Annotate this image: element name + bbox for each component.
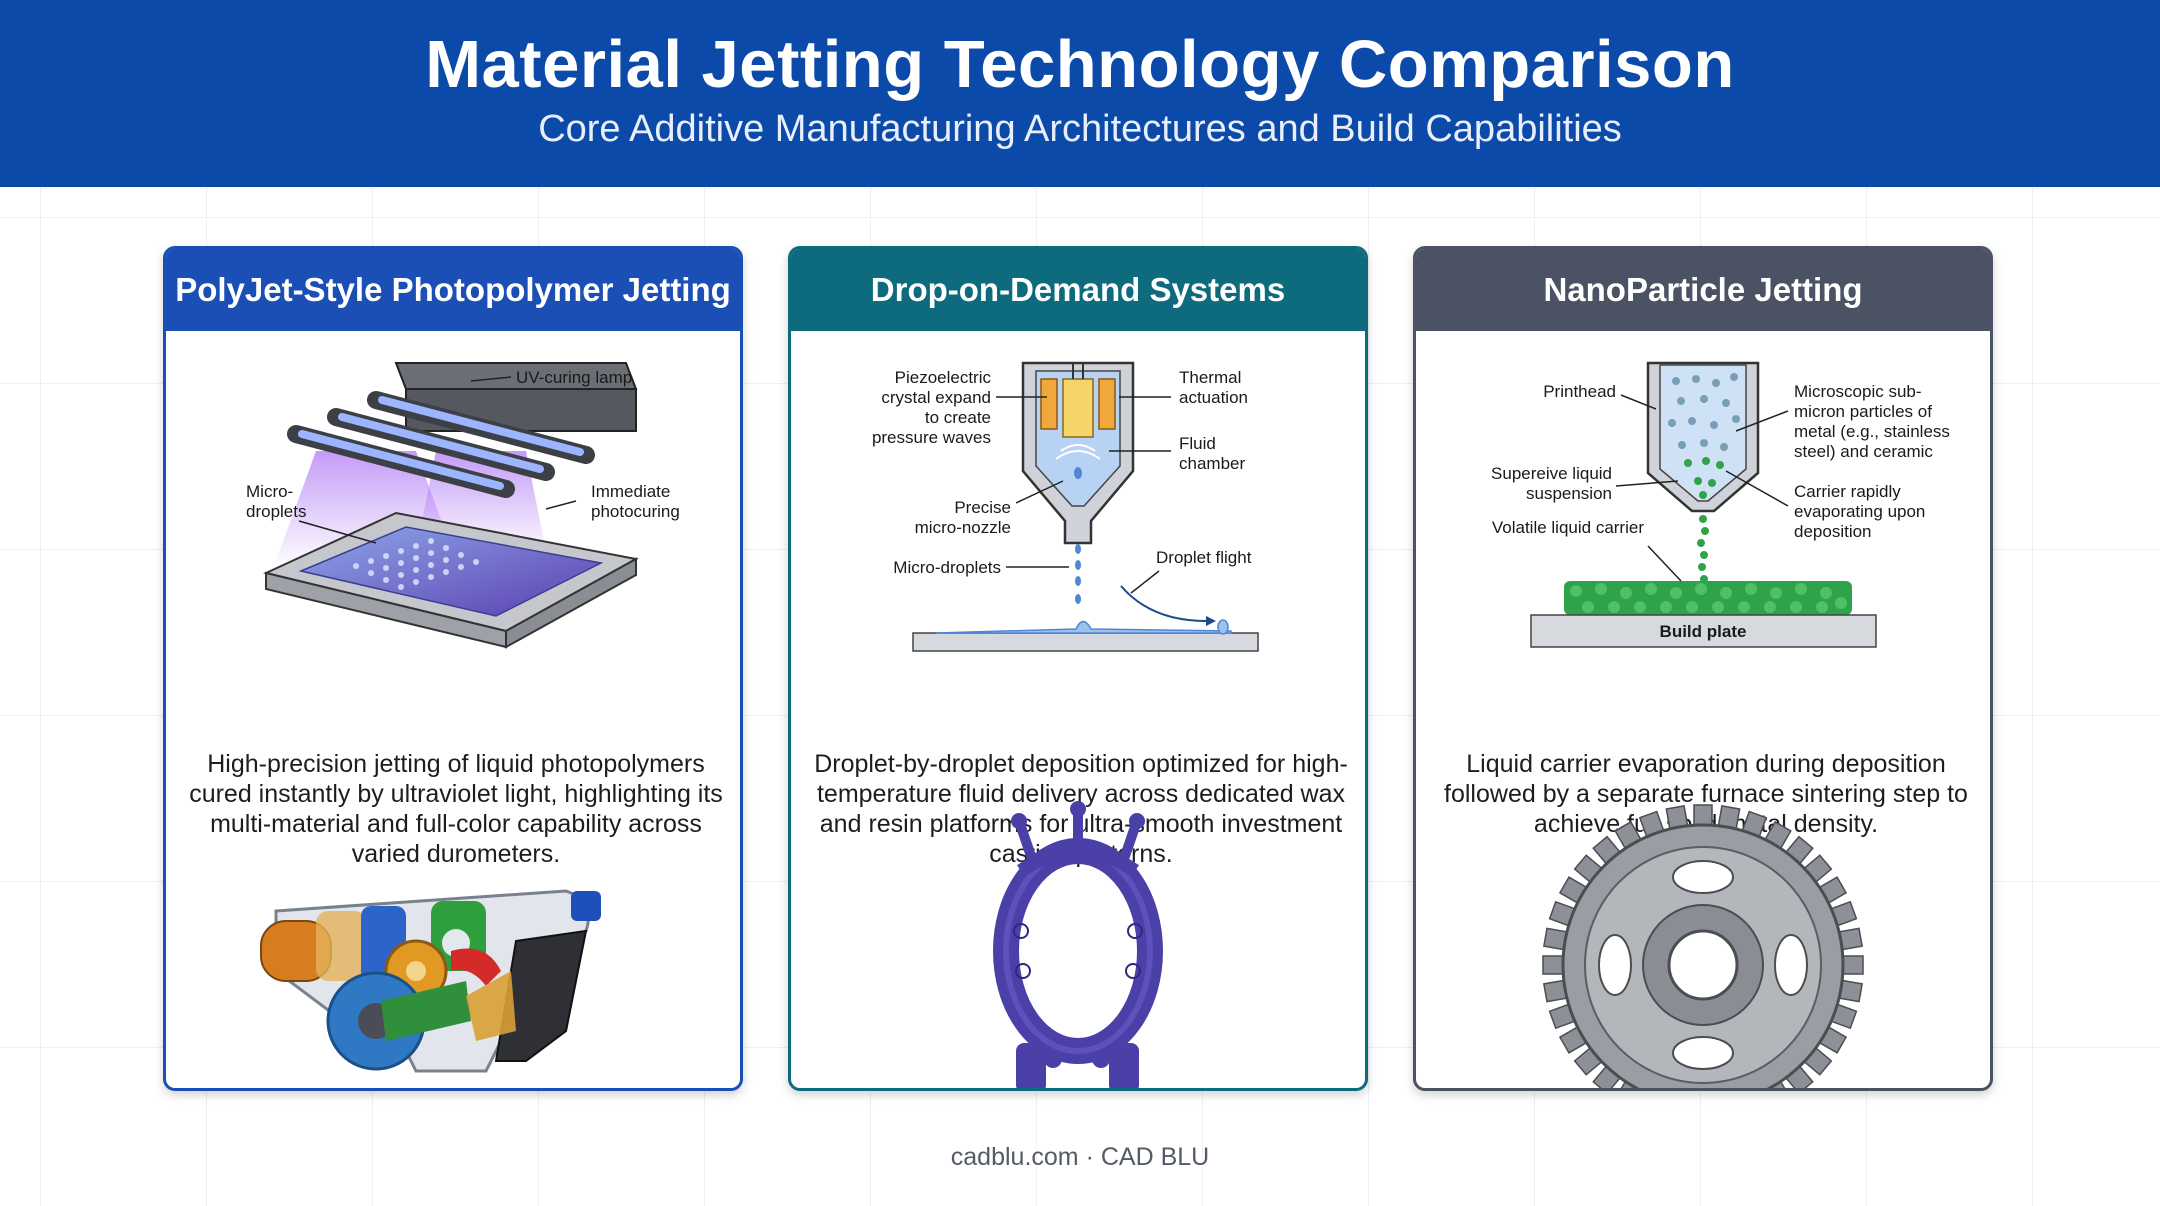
label-immediate-photocuring: photocuring — [591, 502, 680, 521]
label-liquid-suspension: suspension — [1526, 484, 1612, 503]
label-piezoelectric: Piezoelectric — [895, 368, 992, 387]
label-immediate-photocuring: Immediate — [591, 482, 670, 501]
label-printhead: Printhead — [1543, 382, 1616, 401]
label-uv-lamp: UV-curing lamp — [516, 368, 632, 387]
label-piezoelectric: crystal expand — [881, 388, 991, 407]
label-micro-droplets: droplets — [246, 502, 306, 521]
multicolor-blaster-model — [260, 889, 601, 1073]
label-carrier-evaporating: deposition — [1794, 522, 1872, 541]
footer-credit: cadblu.com · CAD BLU — [950, 1143, 1210, 1171]
micro-droplets — [353, 538, 479, 590]
label-carrier-evaporating: evaporating upon — [1794, 502, 1925, 521]
label-micro-droplets: Micro- — [246, 482, 293, 501]
card-description: Liquid carrier evaporation during deposi… — [1444, 750, 1968, 838]
label-microscopic-particles: Microscopic sub- — [1794, 382, 1922, 401]
card-drop-on-demand: Drop-on-Demand Systems — [788, 246, 1368, 1091]
uv-lamp-tubes — [287, 391, 595, 498]
label-microscopic-particles: steel) and ceramic — [1794, 442, 1933, 461]
card-title: PolyJet-Style Photopolymer Jetting — [166, 249, 740, 331]
wax-ring-pattern-model — [993, 801, 1163, 1088]
label-micro-droplets: Micro-droplets — [893, 558, 1001, 577]
page-subtitle: Core Additive Manufacturing Architecture… — [538, 108, 1622, 150]
label-micro-nozzle: micro-nozzle — [915, 518, 1011, 537]
label-fluid-chamber: chamber — [1179, 454, 1245, 473]
label-thermal-actuation: actuation — [1179, 388, 1248, 407]
label-micro-nozzle: Precise — [954, 498, 1011, 517]
label-thermal-actuation: Thermal — [1179, 368, 1241, 387]
label-piezoelectric: pressure waves — [872, 428, 991, 447]
particle-stream — [1697, 515, 1709, 583]
label-liquid-suspension: Supereive liquid — [1491, 464, 1612, 483]
card-title: Drop-on-Demand Systems — [791, 249, 1365, 331]
polyjet-diagram: UV-curing lamp Micro- droplets Immediate… — [166, 331, 740, 1073]
label-carrier-evaporating: Carrier rapidly — [1794, 482, 1901, 501]
printhead-nozzle — [1021, 361, 1135, 545]
metal-gear-model — [1542, 804, 1864, 1088]
label-microscopic-particles: metal (e.g., stainless — [1794, 422, 1950, 441]
label-piezoelectric: to create — [925, 408, 991, 427]
drop-on-demand-diagram: Piezoelectric crystal expand to create p… — [791, 331, 1365, 1088]
build-plate — [1530, 614, 1877, 648]
droplet-stream — [1075, 544, 1081, 604]
label-fluid-chamber: Fluid — [1179, 434, 1216, 453]
label-microscopic-particles: micron particles of — [1794, 402, 1932, 421]
page-header: Material Jetting Technology Comparison C… — [0, 0, 2160, 187]
card-description: High-precision jetting of liquid photopo… — [189, 750, 723, 868]
nanoparticle-diagram: Build plate Printhead Microscopic sub- m… — [1416, 331, 1990, 1088]
card-polyjet: PolyJet-Style Photopolymer Jetting — [163, 246, 743, 1091]
card-title: NanoParticle Jetting — [1416, 249, 1990, 331]
label-build-plate: Build plate — [1660, 622, 1747, 641]
label-droplet-flight: Droplet flight — [1156, 548, 1252, 567]
card-nanoparticle: NanoParticle Jetting — [1413, 246, 1993, 1091]
page-title: Material Jetting Technology Comparison — [425, 27, 1735, 102]
label-volatile-carrier: Volatile liquid carrier — [1492, 518, 1644, 537]
